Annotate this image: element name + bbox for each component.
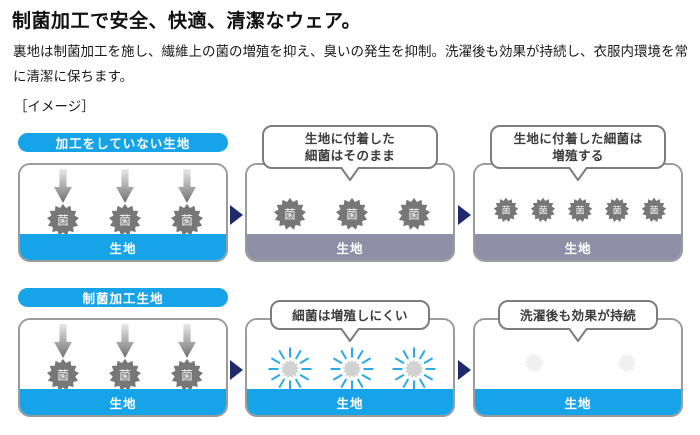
svg-text:菌: 菌 — [57, 214, 69, 228]
svg-text:菌: 菌 — [501, 205, 510, 217]
fabric-bar-label: 生地 — [247, 389, 453, 415]
panel-stage: 菌菌菌 — [247, 165, 453, 234]
callout-tail-icon — [339, 326, 361, 342]
panel-treated-step-2: 生地 — [245, 318, 455, 417]
step-arrow-icon — [230, 360, 243, 380]
callout-tail-icon — [339, 165, 361, 181]
bacteria-icon: 菌 — [273, 197, 307, 231]
svg-text:菌: 菌 — [181, 369, 193, 383]
svg-text:菌: 菌 — [119, 214, 131, 228]
bacteria-icon — [523, 352, 545, 374]
bacteria-icon: 菌 — [397, 197, 431, 231]
bacteria-icon: 菌 — [641, 197, 667, 223]
bacteria-icon: 菌 — [108, 203, 142, 237]
svg-text:菌: 菌 — [284, 208, 296, 222]
bacteria-icon — [329, 346, 375, 392]
bacteria-icon: 菌 — [170, 203, 204, 237]
fabric-bar-label: 生地 — [247, 234, 453, 260]
callout-bubble-treated-step-2: 細菌は増殖しにくい — [270, 300, 430, 342]
panel-stage: 菌菌菌 — [20, 320, 226, 392]
process-diagram: 加工をしていない生地菌菌菌生地菌菌菌生地生地に付着した細菌はそのまま菌菌菌菌菌生… — [0, 125, 700, 435]
panel-untreated-step-1: 菌 菌 菌生地 — [18, 163, 228, 262]
bacteria-icon: 菌 — [567, 197, 593, 223]
svg-text:菌: 菌 — [650, 205, 659, 217]
bacteria-icon — [267, 346, 313, 392]
bacteria-icon: 菌 — [108, 358, 142, 392]
panel-treated-step-1: 菌 菌 菌生地 — [18, 318, 228, 417]
callout-tail-icon — [567, 165, 589, 181]
panel-stage: 菌菌菌 — [20, 165, 226, 237]
step-arrow-icon — [458, 205, 471, 225]
lead-paragraph: 裏地は制菌加工を施し、繊維上の菌の増殖を抑え、臭いの発生を抑制。洗濯後も効果が持… — [13, 44, 688, 85]
callout-tail-icon — [567, 326, 589, 342]
down-arrow-icon — [116, 324, 134, 358]
bacteria-icon — [616, 352, 638, 374]
down-arrow-icon — [178, 324, 196, 358]
bacteria-icon: 菌 — [493, 197, 519, 223]
bacteria-icon — [391, 346, 437, 392]
down-arrow-icon — [54, 169, 72, 203]
row-title-pill-untreated: 加工をしていない生地 — [18, 133, 228, 152]
bacteria-icon: 菌 — [46, 203, 80, 237]
diagram-row-treated: 制菌加工生地菌菌菌生地生地細菌は増殖しにくい生地洗濯後も効果が持続 — [0, 283, 700, 433]
callout-bubble-text: 生地に付着した細菌は増殖する — [513, 131, 643, 163]
down-arrow-icon — [178, 169, 196, 203]
callout-bubble-untreated-step-3: 生地に付着した細菌は増殖する — [490, 125, 666, 181]
callout-bubble-untreated-step-2: 生地に付着した細菌はそのまま — [262, 125, 438, 181]
fabric-bar-label: 生地 — [20, 389, 226, 415]
image-caption-label: ［イメージ］ — [14, 99, 95, 115]
fabric-bar-label: 生地 — [475, 389, 681, 415]
down-arrow-icon — [116, 169, 134, 203]
callout-bubble-text: 細菌は増殖しにくい — [292, 307, 408, 323]
svg-text:菌: 菌 — [119, 369, 131, 383]
callout-bubble-text: 生地に付着した細菌はそのまま — [304, 131, 396, 163]
step-arrow-icon — [230, 205, 243, 225]
diagram-row-untreated: 加工をしていない生地菌菌菌生地菌菌菌生地生地に付着した細菌はそのまま菌菌菌菌菌生… — [0, 125, 700, 278]
bacteria-icon: 菌 — [335, 197, 369, 231]
svg-text:菌: 菌 — [408, 208, 420, 222]
svg-text:菌: 菌 — [181, 214, 193, 228]
fabric-bar-label: 生地 — [20, 234, 226, 260]
bacteria-icon: 菌 — [604, 197, 630, 223]
bacteria-icon: 菌 — [530, 197, 556, 223]
bacteria-icon: 菌 — [170, 358, 204, 392]
callout-bubble-text: 洗濯後も効果が持続 — [519, 307, 637, 323]
svg-text:菌: 菌 — [57, 369, 69, 383]
row-title-pill-treated: 制菌加工生地 — [18, 288, 228, 307]
down-arrow-icon — [54, 324, 72, 358]
svg-text:菌: 菌 — [575, 205, 584, 217]
bacteria-icon: 菌 — [46, 358, 80, 392]
svg-text:菌: 菌 — [538, 205, 547, 217]
svg-text:菌: 菌 — [346, 208, 358, 222]
step-arrow-icon — [458, 360, 471, 380]
svg-text:菌: 菌 — [613, 205, 622, 217]
page-title: 制菌加工で安全、快適、清潔なウェア。 — [12, 10, 362, 32]
callout-bubble-treated-step-3: 洗濯後も効果が持続 — [498, 300, 658, 342]
fabric-bar-label: 生地 — [475, 234, 681, 260]
